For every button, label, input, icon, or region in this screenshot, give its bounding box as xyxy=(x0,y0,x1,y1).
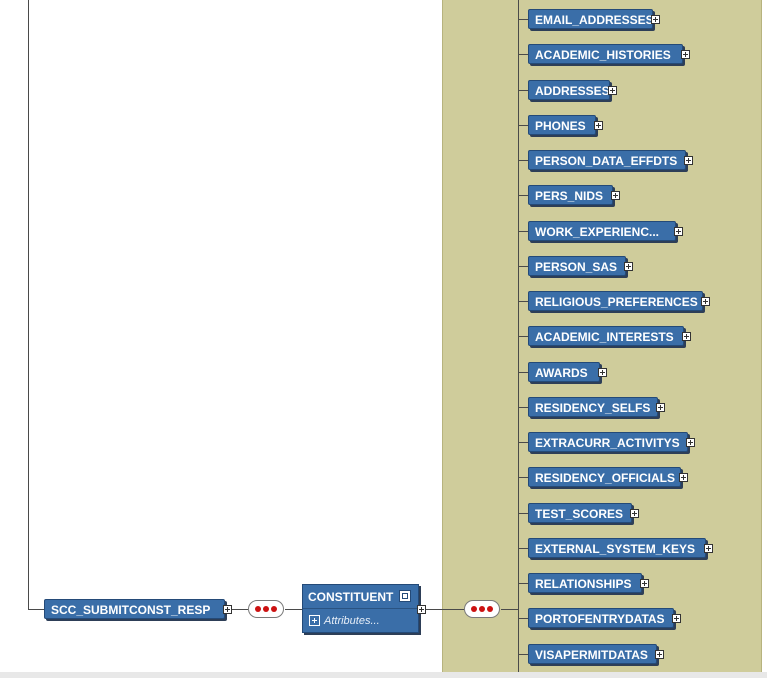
expand-icon[interactable] xyxy=(624,262,633,271)
child-connector-line xyxy=(518,583,528,584)
child-element-node[interactable]: EXTRACURR_ACTIVITYS xyxy=(528,432,688,452)
child-element-label: RESIDENCY_SELFS xyxy=(535,401,651,415)
child-element-label: PORTOFENTRYDATAS xyxy=(535,612,665,626)
child-connector-line xyxy=(518,654,528,655)
child-element-label: ACADEMIC_INTERESTS xyxy=(535,330,674,344)
child-element-label: EXTERNAL_SYSTEM_KEYS xyxy=(535,542,696,556)
constituent-to-seq-line xyxy=(425,609,464,610)
child-element-node[interactable]: EMAIL_ADDRESSES xyxy=(528,9,654,29)
expand-icon[interactable] xyxy=(686,438,695,447)
child-element-node[interactable]: PERSON_SAS xyxy=(528,256,626,276)
child-element-node[interactable]: TEST_SCORES xyxy=(528,503,632,523)
child-element-label: VISAPERMITDATAS xyxy=(535,648,648,662)
attributes-expand-icon[interactable] xyxy=(309,615,320,626)
child-connector-line xyxy=(518,90,528,91)
expand-icon[interactable] xyxy=(598,368,607,377)
child-connector-line xyxy=(518,336,528,337)
constituent-expand-icon[interactable] xyxy=(417,605,426,614)
child-element-node[interactable]: PERS_NIDS xyxy=(528,185,613,205)
child-connector-line xyxy=(518,54,528,55)
child-element-label: PHONES xyxy=(535,119,586,133)
child-connector-line xyxy=(518,407,528,408)
child-connector-line xyxy=(518,372,528,373)
child-connector-line xyxy=(518,19,528,20)
child-connector-line xyxy=(518,195,528,196)
seq-to-constituent-line xyxy=(285,609,302,610)
expand-icon[interactable] xyxy=(594,121,603,130)
root-element-label: SCC_SUBMITCONST_RESP xyxy=(51,603,211,617)
child-element-label: ACADEMIC_HISTORIES xyxy=(535,48,671,62)
child-element-node[interactable]: ACADEMIC_INTERESTS xyxy=(528,326,684,346)
constituent-node[interactable]: CONSTITUENT Attributes... xyxy=(302,584,419,633)
child-element-label: EMAIL_ADDRESSES xyxy=(535,13,654,27)
child-connector-line xyxy=(518,125,528,126)
expand-icon[interactable] xyxy=(611,191,620,200)
child-element-label: TEST_SCORES xyxy=(535,507,624,521)
child-connector-line xyxy=(518,266,528,267)
child-connector-line xyxy=(518,231,528,232)
expand-icon[interactable] xyxy=(674,227,683,236)
child-element-node[interactable]: EXTERNAL_SYSTEM_KEYS xyxy=(528,538,706,558)
child-element-node[interactable]: VISAPERMITDATAS xyxy=(528,644,657,664)
expand-icon[interactable] xyxy=(682,332,691,341)
child-element-label: AWARDS xyxy=(535,366,588,380)
root-branch-line xyxy=(28,609,44,610)
child-connector-line xyxy=(518,513,528,514)
root-to-seq-line xyxy=(232,609,248,610)
sequence-compositor-icon[interactable] xyxy=(248,600,284,618)
expand-icon[interactable] xyxy=(630,509,639,518)
expand-icon[interactable] xyxy=(656,403,665,412)
constituent-divider xyxy=(303,608,418,609)
expand-icon[interactable] xyxy=(651,15,660,24)
sequence-compositor-icon[interactable] xyxy=(464,600,500,618)
expand-icon[interactable] xyxy=(672,614,681,623)
child-element-label: RESIDENCY_OFFICIALS xyxy=(535,471,676,485)
constituent-label: CONSTITUENT xyxy=(308,590,394,604)
expand-icon[interactable] xyxy=(679,473,688,482)
expand-icon[interactable] xyxy=(681,50,690,59)
seq-to-children-line xyxy=(501,609,519,610)
child-connector-line xyxy=(518,160,528,161)
child-element-label: RELIGIOUS_PREFERENCES xyxy=(535,295,698,309)
expand-icon[interactable] xyxy=(684,156,693,165)
expand-icon[interactable] xyxy=(608,86,617,95)
expand-icon[interactable] xyxy=(640,579,649,588)
child-element-label: PERSON_SAS xyxy=(535,260,618,274)
expand-icon[interactable] xyxy=(655,650,664,659)
expand-icon[interactable] xyxy=(701,297,710,306)
child-element-node[interactable]: PHONES xyxy=(528,115,596,135)
child-element-node[interactable]: AWARDS xyxy=(528,362,600,382)
child-element-node[interactable]: RESIDENCY_OFFICIALS xyxy=(528,467,681,487)
child-connector-line xyxy=(518,301,528,302)
child-element-node[interactable]: RELIGIOUS_PREFERENCES xyxy=(528,291,703,311)
child-element-label: RELATIONSHIPS xyxy=(535,577,632,591)
child-element-node[interactable]: ADDRESSES xyxy=(528,80,610,100)
expand-icon[interactable] xyxy=(704,544,713,553)
child-element-node[interactable]: RELATIONSHIPS xyxy=(528,573,642,593)
child-element-label: WORK_EXPERIENC... xyxy=(535,225,660,239)
root-expand-icon[interactable] xyxy=(223,605,232,614)
child-element-node[interactable]: RESIDENCY_SELFS xyxy=(528,397,658,417)
reference-link-icon[interactable] xyxy=(399,590,411,602)
child-element-node[interactable]: PERSON_DATA_EFFDTS xyxy=(528,150,686,170)
child-element-label: ADDRESSES xyxy=(535,84,610,98)
root-tree-line xyxy=(28,0,29,610)
child-connector-line xyxy=(518,477,528,478)
canvas-bottom-edge xyxy=(0,672,767,678)
child-element-node[interactable]: WORK_EXPERIENC... xyxy=(528,221,676,241)
child-element-node[interactable]: PORTOFENTRYDATAS xyxy=(528,608,674,628)
constituent-attributes-label: Attributes... xyxy=(324,615,380,627)
child-connector-line xyxy=(518,442,528,443)
child-connector-line xyxy=(518,548,528,549)
child-element-label: EXTRACURR_ACTIVITYS xyxy=(535,436,680,450)
child-element-node[interactable]: ACADEMIC_HISTORIES xyxy=(528,44,683,64)
root-element-node[interactable]: SCC_SUBMITCONST_RESP xyxy=(44,599,225,619)
child-element-label: PERSON_DATA_EFFDTS xyxy=(535,154,678,168)
child-connector-line xyxy=(518,618,528,619)
child-element-label: PERS_NIDS xyxy=(535,189,604,203)
